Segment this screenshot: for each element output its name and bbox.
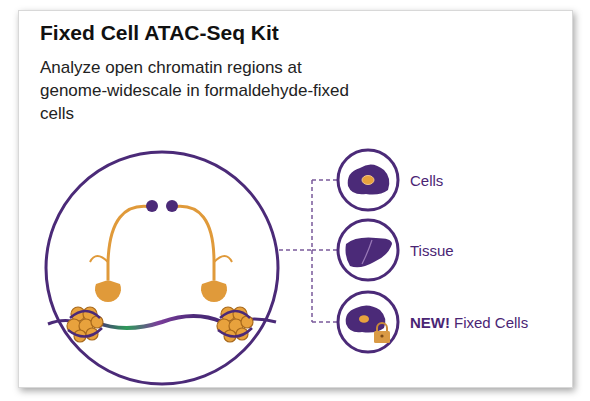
category-circle (336, 148, 400, 212)
diagram-title: Fixed Cell ATAC-Seq Kit (40, 21, 279, 45)
badge-text: NEW! (410, 314, 450, 331)
category-node: NEW!Fixed Cells (336, 290, 576, 354)
node-text: Fixed Cells (454, 314, 528, 331)
subtitle-text: Analyze open chromatin regions at genome… (40, 56, 370, 125)
node-label: Cells (410, 148, 443, 212)
category-node: Cells (336, 148, 576, 212)
category-circle (336, 218, 400, 282)
node-label: NEW!Fixed Cells (410, 290, 528, 354)
category-node: Tissue (336, 218, 576, 282)
category-circle (336, 290, 400, 354)
node-text: Tissue (410, 242, 454, 259)
node-label: Tissue (410, 218, 454, 282)
node-text: Cells (410, 172, 443, 189)
